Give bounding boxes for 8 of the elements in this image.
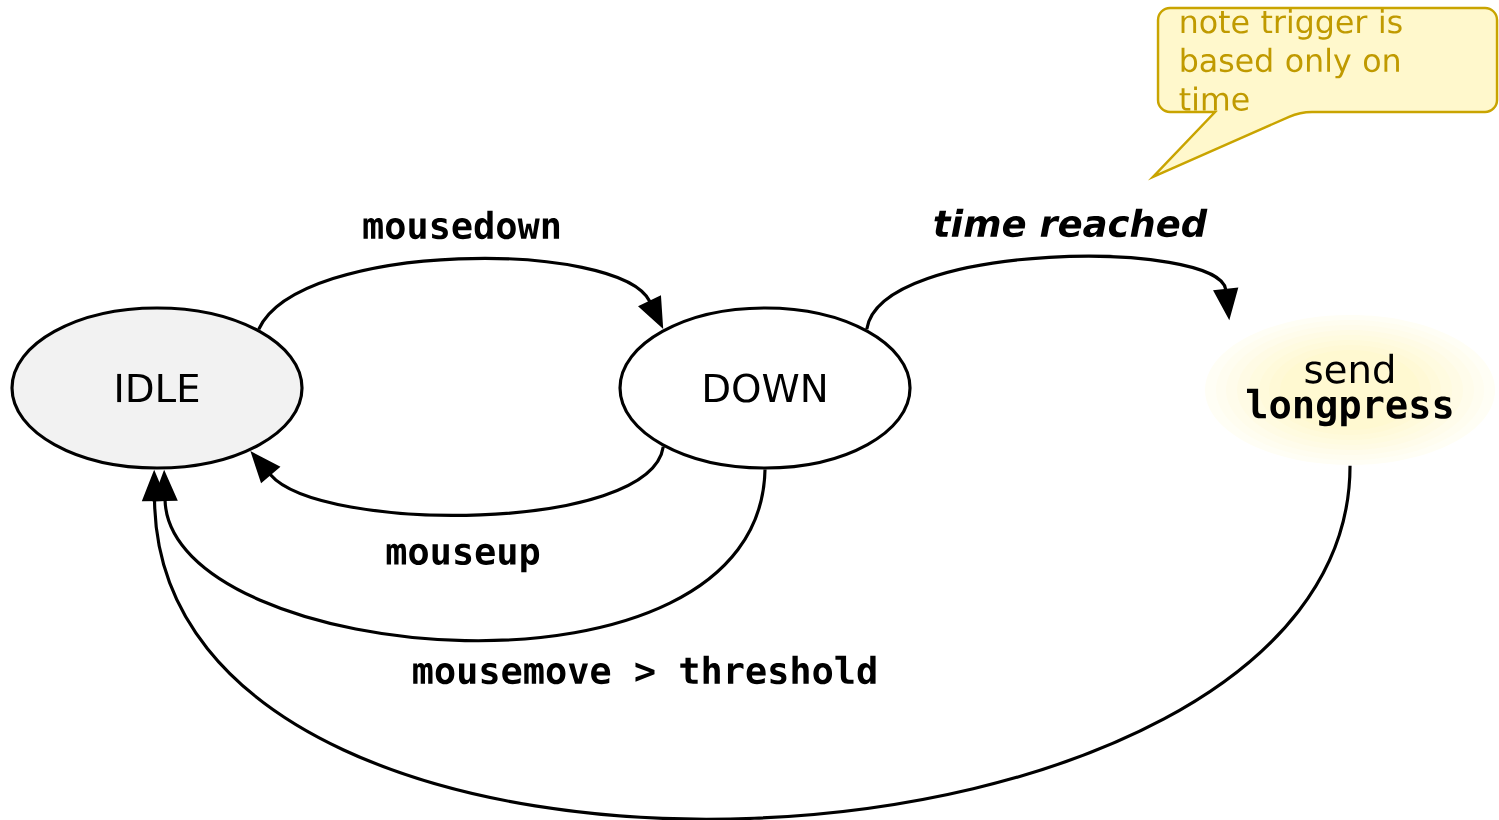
note-callout: note trigger is based only on time (1151, 6, 1499, 179)
arrow (141, 465, 1352, 820)
edge-label: mousemove > threshold (408, 652, 882, 688)
edge-label: time reached (929, 205, 1211, 241)
edge-label: mousedown (358, 207, 566, 243)
action-state: send longpress (1205, 315, 1496, 465)
edge-label: mouseup (381, 540, 545, 576)
arrow (865, 254, 1239, 330)
